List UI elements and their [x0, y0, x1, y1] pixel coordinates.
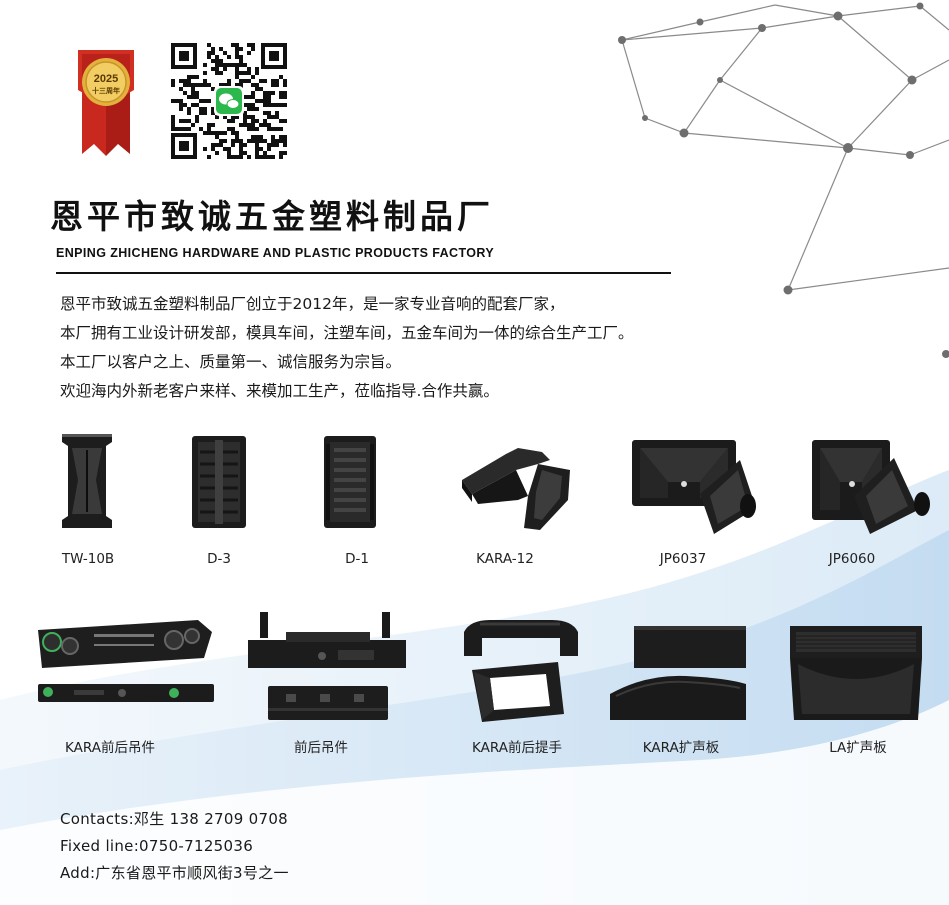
product-label: KARA扩声板	[642, 740, 720, 756]
white-wave	[0, 700, 949, 905]
intro-line: 欢迎海内外新老客户来样、来模加工生产，莅临指导.合作共赢。	[60, 382, 499, 400]
product-image-la-board	[790, 626, 922, 720]
product-image-d-3	[192, 436, 246, 528]
product-label: TW-10B	[61, 551, 115, 567]
network-nodes	[618, 2, 949, 358]
badge-year: 2025	[94, 73, 118, 85]
product-label: KARA前后提手	[472, 740, 562, 756]
intro-line: 本工厂以客户之上、质量第一、诚信服务为宗旨。	[60, 353, 402, 371]
fixed-line: Fixed line:0750-7125036	[60, 837, 254, 855]
contact-info: Contacts:邓生 138 2709 0708 Fixed line:075…	[60, 806, 289, 887]
product-image-jp6037	[632, 440, 756, 534]
anniversary-ribbon-icon: 2025 十三周年	[68, 42, 144, 160]
company-name-en: ENPING ZHICHENG HARDWARE AND PLASTIC PRO…	[56, 246, 495, 260]
qr-finder-top-left	[171, 43, 197, 69]
address: Add:广东省恩平市顺风街3号之一	[60, 864, 289, 882]
qr-finder-bottom-left	[171, 133, 197, 159]
product-label: D-1	[345, 551, 369, 567]
intro-line: 恩平市致诚五金塑料制品厂创立于2012年，是一家专业音响的配套厂家，	[60, 295, 565, 313]
product-label: KARA前后吊件	[65, 740, 155, 756]
product-image-d-1	[324, 436, 376, 528]
product-label: D-3	[207, 551, 231, 567]
product-label: JP6060	[828, 551, 876, 567]
product-image-kara-12	[462, 448, 570, 530]
company-introduction: 恩平市致诚五金塑料制品厂创立于2012年，是一家专业音响的配套厂家， 本厂拥有工…	[60, 290, 780, 406]
qr-finder-top-right	[261, 43, 287, 69]
title-divider	[56, 272, 671, 274]
badge-caption: 十三周年	[92, 86, 120, 95]
product-image-kara-rigging	[38, 620, 214, 702]
product-image-tw-10b	[62, 434, 112, 528]
contact-person: Contacts:邓生 138 2709 0708	[60, 810, 289, 828]
product-image-kara-board	[610, 626, 746, 720]
product-image-rigging	[248, 612, 406, 720]
network-lines-decoration	[621, 4, 949, 291]
product-image-kara-handle	[464, 620, 578, 722]
product-label: KARA-12	[476, 551, 534, 567]
product-label: LA扩声板	[829, 740, 887, 756]
product-label: 前后吊件	[294, 740, 348, 756]
wechat-qr-code	[170, 42, 288, 160]
intro-line: 本厂拥有工业设计研发部，模具车间，注塑车间，五金车间为一体的综合生产工厂。	[60, 324, 634, 342]
company-name-cn: 恩平市致诚五金塑料制品厂	[50, 197, 494, 236]
product-image-jp6060	[812, 440, 930, 534]
product-label: JP6037	[659, 551, 707, 567]
